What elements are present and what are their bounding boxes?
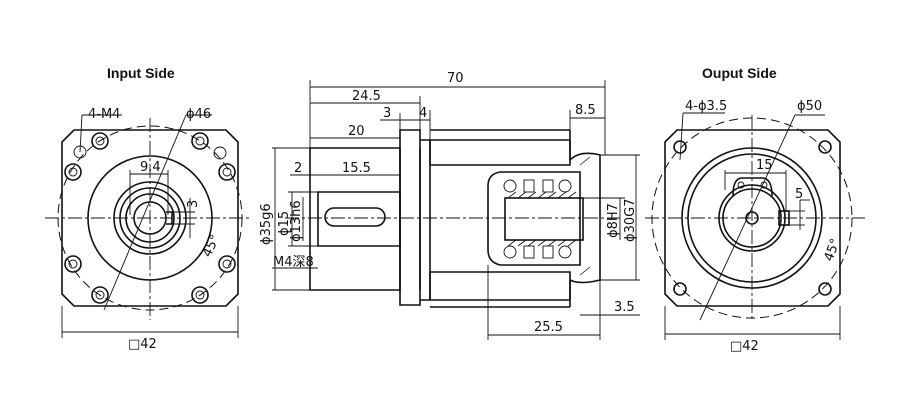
output-pcd-label: ϕ50: [797, 99, 822, 114]
dim-output-pilot: ϕ30G7: [623, 199, 638, 242]
side-section-view: 70 24.5 3 4 20 8.5 2 15.5 ϕ35g6 ϕ15 ϕ13h…: [259, 71, 640, 340]
bearings: [503, 179, 572, 259]
input-side-view: Input Side: [45, 65, 250, 352]
input-key-depth-label: 3: [186, 200, 201, 208]
input-shaft: [317, 191, 401, 247]
input-pcd-label: ϕ46: [186, 107, 211, 122]
output-key-label: 5: [795, 187, 803, 202]
input-mount-holes: [64, 132, 236, 304]
dim-3: 3: [383, 106, 391, 121]
dim-total-length: 70: [447, 71, 464, 86]
dim-pilot-dia: ϕ35g6: [259, 203, 274, 245]
dim-15-5: 15.5: [342, 161, 371, 176]
input-angle-label: 45°: [200, 232, 223, 259]
input-keyway-width-label: 9.4: [140, 160, 161, 175]
output-flange: [569, 152, 601, 284]
output-angle-label: 45°: [822, 237, 844, 264]
dim-24-5: 24.5: [352, 89, 381, 104]
dim-2: 2: [294, 161, 302, 176]
input-side-title: Input Side: [107, 65, 175, 81]
input-square-label: □42: [128, 337, 157, 352]
dim-dia-15: ϕ15: [277, 211, 292, 236]
output-mount-holes: [673, 140, 832, 296]
dim-tap: M4深8: [273, 255, 314, 270]
dim-20: 20: [348, 124, 365, 139]
output-side-view: Ouput Side 4-ϕ3.5 ϕ50 15 5: [645, 65, 865, 354]
output-holes-label: 4-ϕ3.5: [685, 99, 727, 114]
output-bearing-section: [487, 171, 581, 266]
output-width-label: 15: [756, 158, 773, 173]
input-holes-label: 4-M4: [88, 107, 120, 122]
dim-8-5: 8.5: [575, 103, 596, 118]
output-square-label: □42: [730, 339, 759, 354]
section-hatch: [507, 156, 591, 276]
input-flange: [399, 129, 421, 306]
dim-bore: ϕ8H7: [606, 203, 621, 238]
dim-4: 4: [419, 106, 427, 121]
output-flange-square: [664, 129, 841, 307]
dim-25-5: 25.5: [534, 320, 563, 335]
dim-shaft-dia: ϕ13h6: [289, 200, 304, 242]
output-side-title: Ouput Side: [702, 65, 777, 81]
dim-3-5: 3.5: [614, 300, 635, 315]
